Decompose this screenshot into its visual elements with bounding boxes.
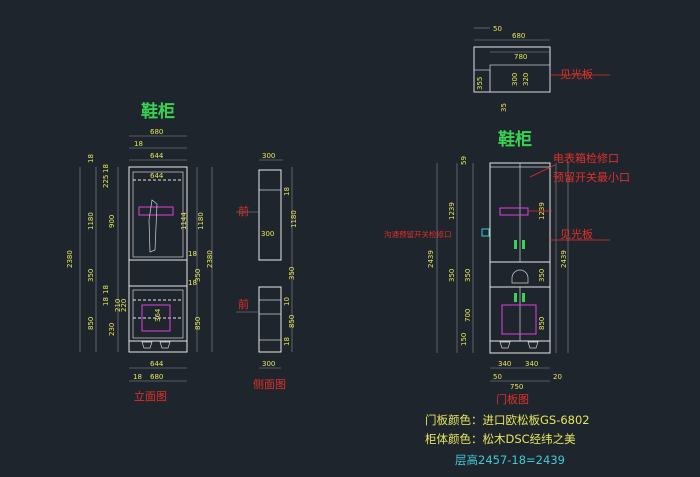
front-left-inner-3: 18 (102, 285, 110, 294)
door-bottom-750: 750 (510, 383, 523, 391)
front-caption: 立面图 (134, 389, 167, 403)
door-anno-meter: 电表箱检修口 (553, 151, 619, 165)
plan-view: 50 680 780 300 320 355 35 见光板 (473, 25, 610, 112)
front-dim-644: 644 (150, 152, 164, 160)
front-left-inner-2: 900 (108, 215, 116, 228)
notes: 门板颜色：进口欧松板GS-6802 柜体颜色：松木DSC经纬之美 层高2457-… (425, 413, 590, 467)
door-left-seg-2b: 350 (464, 269, 472, 282)
side-dim-4: 850 (288, 315, 296, 328)
front-bottom-18: 18 (133, 373, 142, 381)
side-dim-2: 350 (288, 267, 296, 280)
door-anno-switch: 预留开关最小口 (553, 170, 630, 184)
front-bottom-644: 644 (150, 360, 164, 368)
front-right-inner-3: 350 (194, 269, 202, 282)
note-door-color: 门板颜色：进口欧松板GS-6802 (425, 413, 590, 427)
door-handle-lower-left (514, 293, 517, 302)
side-front-label-lower: 前 (238, 297, 249, 311)
door-handle-right (522, 240, 525, 249)
front-dim-680: 680 (150, 128, 163, 136)
side-caption: 侧面图 (253, 378, 286, 391)
front-title: 鞋柜 (141, 101, 175, 122)
lock-icon (511, 269, 529, 284)
lower-opening (501, 304, 537, 335)
front-left-seg-3: 850 (87, 317, 95, 330)
front-left-inner-7: 220 (120, 299, 128, 312)
door-right-total: 2439 (560, 250, 568, 268)
door-view: 鞋柜 2439 59 1239 350 350 700 150 1239 350… (384, 129, 630, 406)
plan-inner (489, 64, 551, 93)
plan-dim-680: 680 (512, 32, 525, 40)
front-right-seg-2: 850 (194, 317, 202, 330)
front-view: 鞋柜 680 18 644 644 364 2380 18 1180 350 8… (66, 101, 214, 403)
plan-dim-50: 50 (493, 25, 502, 33)
side-upper-box (258, 169, 282, 261)
door-left-seg-1: 1239 (448, 202, 456, 220)
plan-side (473, 69, 491, 93)
note-body-color: 柜体颜色：松木DSC经纬之美 (425, 432, 576, 446)
plan-dim-780: 780 (514, 53, 527, 61)
door-left-seg-2: 350 (448, 269, 456, 282)
door-left-seg-4: 150 (460, 333, 468, 346)
door-anno-visible-panel: 见光板 (560, 227, 593, 241)
front-inner-top: 644 (150, 172, 164, 180)
side-dim-5: 18 (283, 337, 291, 346)
front-lower-inner: 364 (154, 308, 162, 322)
plan-dim-300: 300 (511, 73, 519, 86)
side-dim-0: 18 (283, 187, 291, 196)
door-right-seg-2: 850 (538, 317, 546, 330)
switch-access-marker (481, 228, 490, 237)
door-bottom-340b: 340 (525, 360, 538, 368)
side-bottom-dim: 300 (262, 360, 275, 368)
front-right-seg-0: 1180 (197, 212, 205, 230)
front-left-inner-1: 225 (102, 175, 110, 188)
front-left-inner-6: 210 (114, 299, 122, 312)
front-dim-18: 18 (134, 140, 143, 148)
side-lower-box (258, 286, 282, 353)
front-right-total: 2380 (206, 250, 214, 268)
front-left-total: 2380 (66, 250, 74, 268)
plan-dim-35: 35 (500, 103, 508, 112)
front-left-seg-1: 1180 (87, 212, 95, 230)
plan-dim-355: 355 (476, 77, 484, 90)
door-title: 鞋柜 (498, 129, 532, 150)
note-floor-height: 层高2457-18=2439 (455, 453, 565, 467)
door-handle-left (514, 240, 517, 249)
front-left-seg-0: 18 (87, 154, 95, 163)
front-left-inner-5: 230 (108, 323, 116, 336)
front-left-inner-4: 18 (102, 297, 110, 306)
plan-dim-320: 320 (522, 73, 530, 86)
side-front-label-upper: 前 (238, 204, 249, 218)
door-left-seg-0: 59 (460, 156, 468, 165)
meter-access-opening (499, 207, 529, 216)
door-bottom-340a: 340 (498, 360, 511, 368)
front-bottom-680: 680 (150, 373, 163, 381)
door-left-seg-3: 700 (464, 309, 472, 322)
side-view: 300 300 前 前 18 1180 350 10 850 18 300 侧面… (236, 152, 298, 391)
side-dim-3: 10 (283, 297, 291, 306)
side-top-dim: 300 (262, 152, 275, 160)
front-right-inner-0: 1144 (180, 212, 188, 230)
door-caption: 门板图 (496, 392, 529, 406)
door-handle-lower-right (522, 293, 525, 302)
side-inner-dim: 300 (261, 230, 274, 238)
front-left-inner-0: 18 (102, 164, 110, 173)
door-right-seg-1: 350 (538, 269, 546, 282)
plan-label: 见光板 (560, 67, 593, 81)
door-anno-access: 沟通预留开关检修口 (384, 229, 452, 239)
door-bottom-50: 50 (493, 373, 502, 381)
front-right-inner-2: 18 (188, 279, 197, 287)
door-left-total: 2439 (427, 250, 435, 268)
front-left-seg-2: 350 (87, 269, 95, 282)
front-right-inner-1: 18 (188, 250, 197, 258)
side-dim-1: 1180 (290, 210, 298, 228)
door-bottom-20: 20 (553, 373, 562, 381)
